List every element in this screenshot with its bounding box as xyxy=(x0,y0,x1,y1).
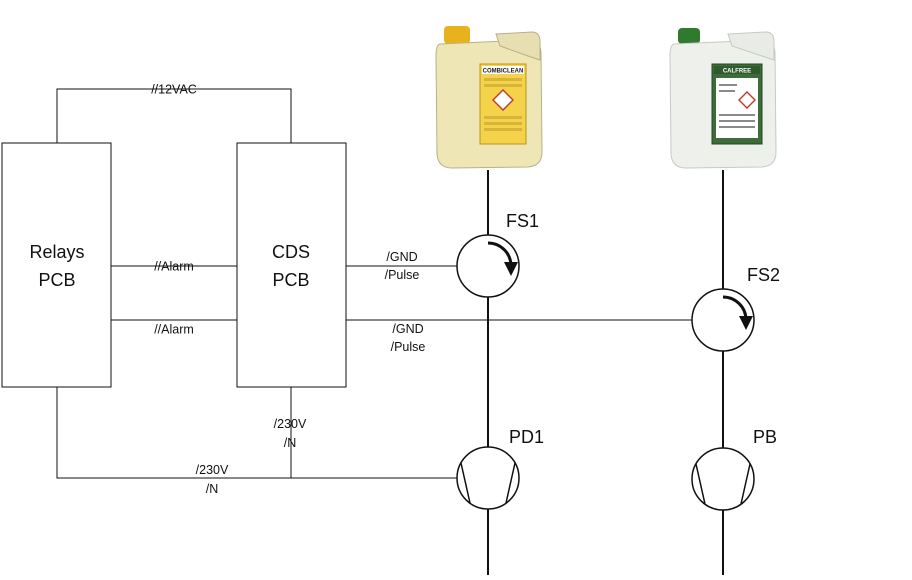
canister-handle xyxy=(495,31,541,61)
label-text-line xyxy=(484,84,522,87)
block-title-line1: CDS xyxy=(272,242,310,262)
block-frame xyxy=(236,142,347,388)
wire-label-fs2-pulse: /Pulse xyxy=(391,340,426,354)
pump-blade xyxy=(695,463,706,505)
canister-cap xyxy=(678,28,700,44)
product-name-combiclean: COMBICLEAN xyxy=(483,69,524,75)
label-text-line xyxy=(719,120,755,122)
canister-handle xyxy=(727,31,775,61)
product-label-band xyxy=(482,66,524,74)
label-fs1: FS1 xyxy=(506,211,539,231)
label-text-line xyxy=(484,78,522,81)
wire-label-cds-n: /N xyxy=(284,436,297,450)
label-text-line xyxy=(484,116,522,119)
block-frame xyxy=(1,142,112,388)
block-cds-pcb: CDS PCB xyxy=(236,142,347,388)
canister-calfree: CALFREE xyxy=(669,28,777,169)
fluid-lines xyxy=(487,170,724,575)
wiring xyxy=(56,88,693,479)
wire-label-alarm-bottom: //Alarm xyxy=(154,323,194,337)
label-text-line xyxy=(719,114,755,116)
pump-pd1 xyxy=(456,446,520,510)
block-title-line2: PCB xyxy=(38,270,75,290)
block-title-line1: Relays xyxy=(29,242,84,262)
wire-label-relay-n: /N xyxy=(206,482,219,496)
wire-label-alarm-top: //Alarm xyxy=(154,260,194,274)
arrow-head-icon xyxy=(739,316,753,330)
arrow-head-icon xyxy=(504,262,518,276)
pump-blade xyxy=(505,462,516,504)
block-title-line2: PCB xyxy=(272,270,309,290)
label-text-line xyxy=(484,122,522,125)
label-text-area xyxy=(716,78,758,138)
pump-body xyxy=(691,447,755,511)
wire-label-fs2-gnd: /GND xyxy=(392,322,423,336)
pump-blade xyxy=(460,462,471,504)
pump-pb xyxy=(691,447,755,511)
wire-label-relay-230v: /230V xyxy=(196,463,229,477)
label-text-line xyxy=(719,90,735,92)
pump-body xyxy=(456,446,520,510)
canister-cap xyxy=(444,26,470,44)
canister-combiclean: COMBICLEAN xyxy=(435,26,543,169)
flow-sensor-fs2 xyxy=(691,288,755,352)
flow-sensor-fs1 xyxy=(456,234,520,298)
label-text-line xyxy=(484,128,522,131)
label-text-line xyxy=(719,84,737,86)
pump-blade xyxy=(740,463,751,505)
wire-label-fs1-pulse: /Pulse xyxy=(385,268,420,282)
wire-label-12vac: //12VAC xyxy=(151,83,197,97)
wire-label-cds-230v: /230V xyxy=(274,417,307,431)
wire-relay-power xyxy=(56,387,458,479)
label-pb: PB xyxy=(753,427,777,447)
wire-label-fs1-gnd: /GND xyxy=(386,250,417,264)
wire-12vac xyxy=(56,88,292,143)
label-text-line xyxy=(719,126,755,128)
product-name-calfree: CALFREE xyxy=(723,69,751,75)
hazard-diamond-icon xyxy=(492,89,514,111)
hazard-diamond-icon xyxy=(738,91,756,109)
label-pd1: PD1 xyxy=(509,427,544,447)
label-fs2: FS2 xyxy=(747,265,780,285)
block-relays-pcb: Relays PCB xyxy=(1,142,112,388)
product-label-band xyxy=(714,66,760,74)
